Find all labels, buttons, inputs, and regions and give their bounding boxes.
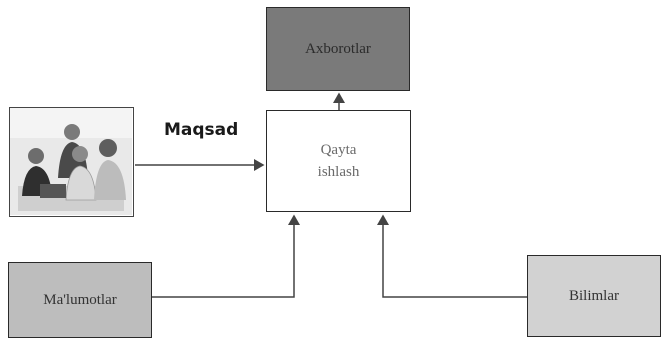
arrow-knowledge-to-process bbox=[377, 214, 527, 298]
data-input-node-label: Ma'lumotlar bbox=[43, 292, 117, 308]
people-meeting-photo-icon bbox=[9, 107, 134, 217]
arrow-data-to-process bbox=[152, 214, 300, 298]
process-node: Qayta ishlash bbox=[266, 110, 411, 212]
goal-edge-label: Maqsad bbox=[164, 120, 239, 140]
output-node-label: Axborotlar bbox=[305, 41, 371, 57]
knowledge-input-node-label: Bilimlar bbox=[569, 288, 619, 304]
data-input-node: Ma'lumotlar bbox=[8, 262, 152, 338]
process-node-label: Qayta ishlash bbox=[317, 142, 360, 180]
output-node: Axborotlar bbox=[266, 7, 410, 91]
knowledge-input-node: Bilimlar bbox=[527, 255, 661, 337]
